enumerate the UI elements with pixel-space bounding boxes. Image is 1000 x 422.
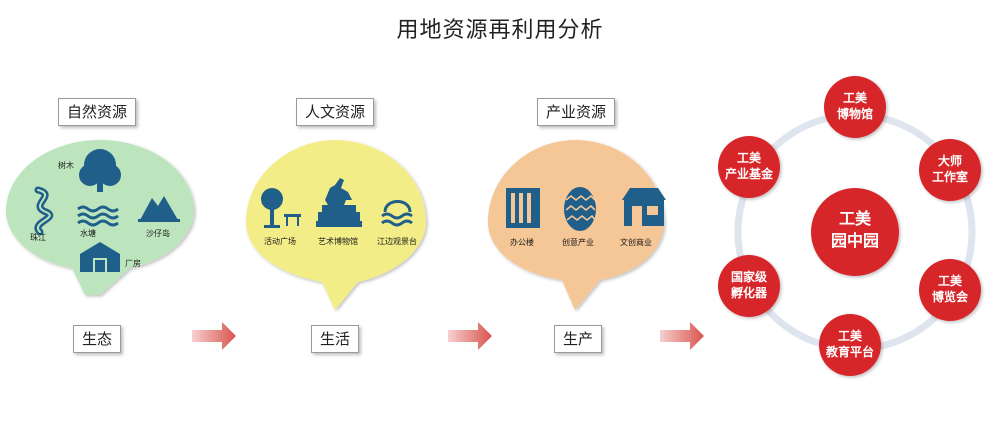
- hub-node-incubator-line1: 国家级: [731, 269, 767, 284]
- hub-node-education: 工美 教育平台: [819, 314, 881, 376]
- header-cultural-resources: 人文资源: [296, 98, 375, 126]
- page-title: 用地资源再利用分析: [396, 18, 604, 43]
- item-label-commerce: 文创商业: [620, 237, 652, 247]
- hub-node-expo: 工美 博览会: [919, 259, 981, 321]
- hub-node-studio-line2: 工作室: [932, 169, 968, 184]
- item-label-pond: 水塘: [80, 228, 96, 238]
- hub-node-museum: 工美 博物馆: [824, 76, 886, 138]
- bubble-industrial: 办公楼 创意产业 文创商业: [488, 140, 666, 310]
- item-label-island: 沙仔岛: [146, 228, 170, 238]
- hub-node-incubator: 国家级 孵化器: [718, 255, 780, 317]
- flow-arrow-1: [192, 322, 236, 350]
- plaza-tree-bench-icon: [261, 188, 301, 228]
- office-building-icon: [506, 188, 540, 228]
- flow-arrow-2: [448, 322, 492, 350]
- hub-node-fund: 工美 产业基金: [718, 136, 780, 198]
- item-label-museum: 艺术博物馆: [318, 236, 358, 246]
- equestrian-statue-icon: [316, 178, 362, 227]
- item-label-office: 办公楼: [510, 237, 534, 247]
- hub-node-studio-line1: 大师: [938, 153, 962, 168]
- item-label-tree: 树木: [58, 160, 74, 170]
- hub-node-fund-line2: 产业基金: [725, 166, 774, 181]
- hub-node-fund-line1: 工美: [737, 150, 762, 165]
- item-label-plaza: 活动广场: [264, 236, 296, 246]
- item-label-river: 珠江: [30, 232, 46, 242]
- hub-center-circle: 工美 园中园: [811, 188, 899, 276]
- hub-center-line1: 工美: [839, 209, 872, 228]
- hub-node-museum-line2: 博物馆: [837, 106, 873, 121]
- header-natural-resources: 自然资源: [58, 98, 137, 126]
- hub-node-expo-line2: 博览会: [932, 289, 969, 304]
- header-industrial-resources: 产业资源: [537, 98, 616, 126]
- bridge-waves-icon: [381, 200, 413, 227]
- item-label-factory: 厂房: [125, 258, 141, 268]
- island-icon: [138, 196, 180, 222]
- shop-icon: [622, 188, 666, 226]
- hub-center-line2: 园中园: [831, 231, 879, 250]
- hub-node-incubator-line2: 孵化器: [731, 285, 768, 300]
- hub-node-museum-line1: 工美: [843, 90, 868, 105]
- hub-node-education-line2: 教育平台: [825, 344, 874, 359]
- hub-node-expo-line1: 工美: [938, 273, 963, 288]
- hub-node-studio: 大师 工作室: [919, 139, 981, 201]
- bubble-natural: 树木 珠江 水塘 沙仔岛 厂房: [6, 140, 194, 295]
- tree-icon: [79, 149, 121, 192]
- item-label-viewpoint: 江边观景台: [377, 236, 417, 246]
- item-label-creative: 创意产业: [562, 237, 594, 247]
- water-waves-icon: [77, 205, 119, 227]
- egg-icon: [564, 187, 596, 231]
- flow-arrow-3: [660, 322, 704, 350]
- footer-living: 生活: [311, 325, 360, 353]
- footer-ecology: 生态: [73, 325, 122, 353]
- footer-production: 生产: [554, 325, 603, 353]
- hub-diagram: 工美 园中园 工美 博物馆 大师 工作室 工美 博览会 工美 教: [718, 76, 981, 376]
- river-icon: [34, 186, 54, 236]
- hub-node-education-line1: 工美: [838, 328, 863, 343]
- bubble-cultural: 活动广场 艺术博物馆 江边观景台: [246, 140, 426, 310]
- factory-icon: [80, 242, 120, 272]
